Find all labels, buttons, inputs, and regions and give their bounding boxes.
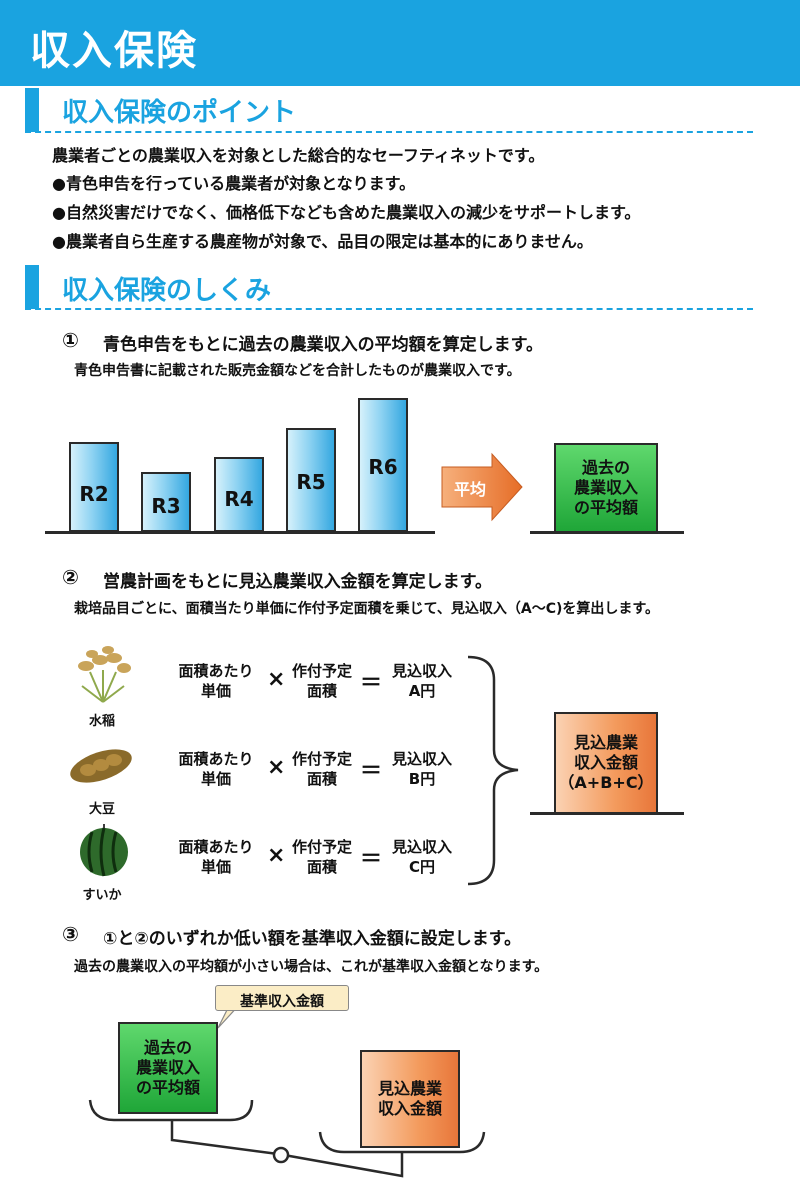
bar-r2: R2 (69, 442, 119, 532)
reference-income-callout: 基準収入金額 (215, 985, 349, 1011)
times-sign: × (267, 667, 286, 692)
step-number: ③ (62, 922, 79, 946)
step1-sub: 青色申告書に記載された販売金額などを合計したものが農業収入です。 (74, 363, 521, 379)
point-line: ●青色申告を行っている農業者が対象となります。 (52, 174, 416, 193)
step2-heading: 営農計画をもとに見込農業収入金額を算定します。 (103, 572, 492, 592)
expected-income-a: 見込収入 A円 (391, 662, 452, 700)
bar-r3: R3 (141, 472, 191, 532)
crop-label: 大豆 (88, 802, 115, 817)
planting-area-label: 作付予定 面積 (291, 838, 352, 876)
unit-price-label: 面積あたり 単価 (178, 750, 254, 788)
times-sign: × (267, 755, 286, 780)
unit-price-label: 面積あたり 単価 (178, 838, 254, 876)
step3-sub: 過去の農業収入の平均額が小さい場合は、これが基準収入金額となります。 (74, 959, 549, 975)
step2-sub: 栽培品目ごとに、面積当たり単価に作付予定面積を乗じて、見込収入（A～C)を算出し… (74, 601, 659, 617)
bar-r4: R4 (214, 457, 264, 532)
expected-income-c: 見込収入 C円 (391, 838, 452, 876)
section-marker (25, 88, 39, 132)
section-title-points: 収入保険のポイント (62, 98, 297, 128)
equals-sign: ＝ (360, 759, 383, 784)
bar-baseline (45, 531, 435, 534)
planting-area-label: 作付予定 面積 (291, 750, 352, 788)
average-arrow (441, 452, 523, 522)
watermelon-icon (80, 824, 128, 877)
page-header (0, 0, 800, 86)
page-title: 収入保険 (30, 28, 198, 74)
soybean-icon (70, 749, 132, 783)
total-baseline (530, 812, 684, 815)
point-line: 農業者ごとの農業収入を対象とした総合的なセーフティネットです。 (52, 146, 545, 165)
step-number: ② (62, 565, 79, 589)
step-number: ① (62, 328, 79, 352)
section-divider (25, 131, 753, 133)
step1-heading: 青色申告をもとに過去の農業収入の平均額を算定します。 (103, 335, 543, 355)
average-label: 平均 (454, 480, 487, 499)
step3-heading: ①と②のいずれか低い額を基準収入金額に設定します。 (103, 929, 522, 949)
times-sign: × (267, 843, 286, 868)
crop-label: すいか (82, 888, 122, 903)
planting-area-label: 作付予定 面積 (291, 662, 352, 700)
rice-icon (78, 646, 131, 703)
unit-price-label: 面積あたり 単価 (178, 662, 254, 700)
past-average-box: 過去の 農業収入 の平均額 (118, 1022, 218, 1114)
curly-brace (467, 655, 519, 886)
equals-sign: ＝ (360, 847, 383, 872)
expected-total-box: 見込農業 収入金額 (360, 1050, 460, 1148)
bar-r5: R5 (286, 428, 336, 532)
past-average-box: 過去の 農業収入 の平均額 (554, 443, 658, 533)
section-marker (25, 265, 39, 309)
result-baseline (530, 531, 684, 534)
bar-r6: R6 (358, 398, 408, 532)
point-line: ●自然災害だけでなく、価格低下なども含めた農業収入の減少をサポートします。 (52, 203, 641, 222)
equals-sign: ＝ (360, 671, 383, 696)
crop-label: 水稲 (88, 714, 115, 729)
expected-income-b: 見込収入 B円 (391, 750, 452, 788)
expected-total-box: 見込農業 収入金額 （A+B+C） (554, 712, 658, 814)
point-line: ●農業者自ら生産する農産物が対象で、品目の限定は基本的にありません。 (52, 232, 593, 251)
section-divider (25, 308, 753, 310)
section-title-mechanism: 収入保険のしくみ (62, 276, 272, 306)
